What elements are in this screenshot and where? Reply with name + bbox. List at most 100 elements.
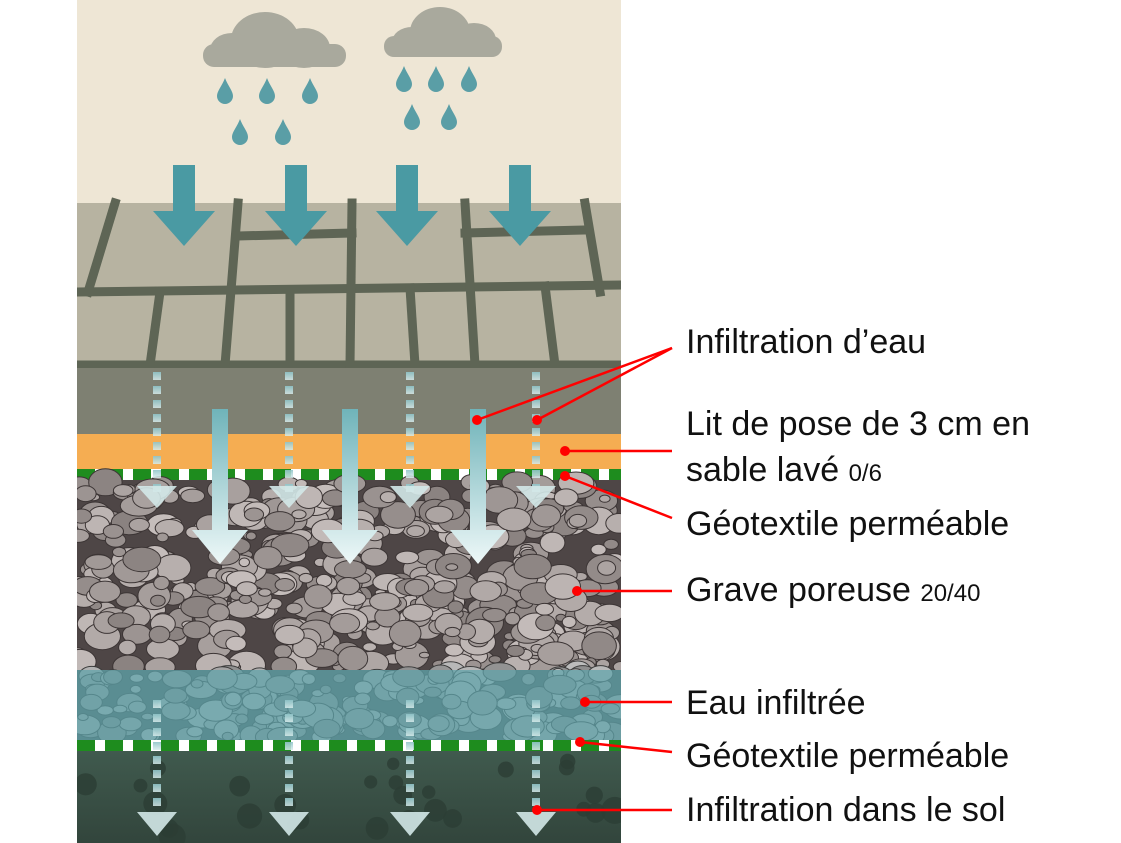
dashed-arrow-segment (153, 442, 161, 450)
dashed-arrow-segment (532, 470, 540, 478)
gravel-stone (274, 578, 295, 592)
dashed-arrow-segment (406, 414, 414, 422)
gravel-stone (270, 533, 310, 558)
dashed-arrow-segment (406, 742, 414, 750)
dashed-arrow-head-icon (137, 812, 177, 836)
gravel-stone (102, 524, 125, 539)
gravel-stone (285, 602, 303, 615)
gravel-stone (207, 603, 230, 622)
gravel-stone (77, 528, 90, 543)
dashed-arrow-segment (285, 400, 293, 408)
dashed-arrow-segment (406, 386, 414, 394)
dashed-arrow-segment (285, 428, 293, 436)
dashed-arrow-head-icon (269, 812, 309, 836)
raindrops (217, 66, 477, 145)
dashed-arrow-head-icon (516, 812, 556, 836)
gravel-stone (118, 639, 137, 656)
gravel-stone (365, 621, 380, 631)
gravel-stone (150, 594, 166, 607)
gravel-stone (128, 517, 150, 532)
rain-arrow-icon (153, 165, 215, 246)
gravel-stone (360, 547, 389, 567)
dashed-arrow-segment (406, 400, 414, 408)
dashed-arrow-segment (406, 456, 414, 464)
gravel-stone (402, 603, 434, 622)
gravel-stone (264, 511, 296, 532)
gravel-stone (243, 507, 265, 522)
gravel-stone (539, 531, 566, 554)
paver-joints (77, 197, 621, 371)
dashed-arrow-segment (285, 798, 293, 806)
cloud-icon (203, 12, 346, 68)
soil-pebble (364, 775, 378, 789)
gravel-stone (115, 592, 138, 608)
gravel-stone (544, 573, 581, 600)
gravel-stone (380, 501, 416, 529)
gravel-stone (298, 572, 314, 584)
soil-pebble (388, 775, 404, 790)
gravel-stone (369, 592, 401, 611)
gravel-stone (418, 651, 431, 659)
gravel-stone (258, 588, 272, 597)
dashed-arrow-segment (285, 728, 293, 736)
gravel-stone (447, 600, 464, 614)
dashed-arrow-segment (406, 700, 414, 708)
raindrop-icon (396, 66, 412, 92)
gravel-stone (291, 509, 307, 520)
gravel-stone (535, 602, 554, 616)
dashed-arrow-segment (406, 442, 414, 450)
gravel-stone (182, 620, 211, 640)
gravel-stone (445, 563, 459, 571)
dashed-arrow-head-icon (390, 486, 430, 508)
gravel-stone (535, 614, 556, 632)
dashed-arrow-segment (406, 784, 414, 792)
dashed-arrow-segment (532, 428, 540, 436)
soil-pebble (229, 775, 251, 797)
gravel-stone (444, 626, 461, 638)
soil-pebble (497, 761, 514, 778)
leader-dots (472, 415, 590, 815)
gravel-stone (599, 494, 611, 503)
rain-arrow-icon (265, 165, 327, 246)
dashed-arrow-segment (285, 470, 293, 478)
dashed-arrow-segment (153, 770, 161, 778)
dashed-arrow-segment (153, 756, 161, 764)
dashed-arrow-segment (153, 470, 161, 478)
solid-infiltration-arrows (192, 409, 506, 564)
soil-pebble (585, 803, 606, 823)
dashed-arrow-segment (285, 442, 293, 450)
gravel-stone (336, 577, 361, 596)
soil-pebble (365, 816, 389, 840)
sand-grain-size: 0/6 (848, 460, 882, 487)
dashed-arrow-segment (532, 700, 540, 708)
gravel-stone (561, 615, 577, 629)
gravel-stone (180, 488, 206, 504)
gravel-stone (469, 580, 502, 602)
gravel-stone (406, 525, 425, 538)
gravel-stone (303, 584, 333, 609)
dashed-arrow-head-icon (269, 486, 309, 508)
dashed-arrow-segment (153, 798, 161, 806)
dashed-arrow-segment (285, 700, 293, 708)
dashed-arrow-segment (532, 456, 540, 464)
gravel-grain-size: 20/40 (920, 580, 981, 607)
dashed-arrow-segment (153, 700, 161, 708)
gravel-stone (433, 580, 456, 594)
label-eau-infiltree: Eau infiltrée (686, 684, 866, 722)
dashed-arrow-segment (285, 742, 293, 750)
dashed-arrow-segment (406, 798, 414, 806)
gravel-stone (568, 513, 588, 528)
sky-background (77, 0, 621, 203)
soil-pebble (443, 809, 462, 828)
rain-arrow-icon (376, 165, 438, 246)
raindrop-icon (461, 66, 477, 92)
gravel-stone (112, 484, 134, 497)
gravel-stone (504, 612, 521, 626)
dashed-arrow-segment (285, 714, 293, 722)
gravel-stone (148, 625, 171, 644)
label-geotextile-1: Géotextile perméable (686, 505, 1010, 543)
dashed-arrow-segment (153, 414, 161, 422)
gravel-stone (395, 550, 420, 565)
dashed-arrow-segment (532, 400, 540, 408)
